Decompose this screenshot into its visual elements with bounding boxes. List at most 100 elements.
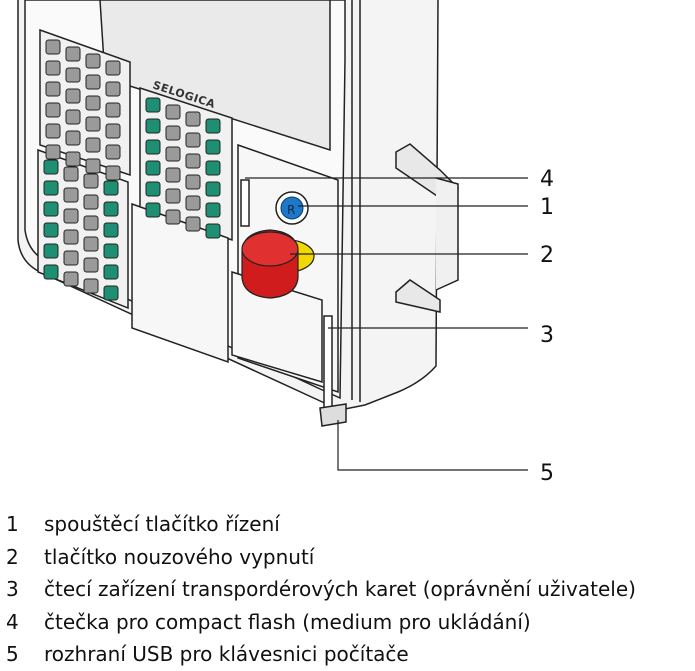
keypad-key xyxy=(64,188,78,202)
keypad-key xyxy=(86,96,100,110)
keypad-key xyxy=(186,154,200,168)
keypad-key xyxy=(66,110,80,124)
legend-text: spouštěcí tlačítko řízení xyxy=(44,512,280,536)
legend-row: 4 čtečka pro compact flash (medium pro u… xyxy=(6,606,691,639)
keypad-key xyxy=(64,230,78,244)
callout-number-5: 5 xyxy=(540,461,554,486)
keypad-key xyxy=(86,159,100,173)
keypad-key xyxy=(206,203,220,217)
keypad-key xyxy=(186,175,200,189)
keypad-key xyxy=(66,131,80,145)
keypad-key xyxy=(186,217,200,231)
legend-text: čtečka pro compact flash (medium pro ukl… xyxy=(44,610,531,634)
keypad-key xyxy=(44,160,58,174)
keypad-key xyxy=(186,133,200,147)
svg-text:R: R xyxy=(287,203,295,217)
keypad-key xyxy=(166,147,180,161)
keypad-key xyxy=(166,126,180,140)
keypad-key xyxy=(66,47,80,61)
keypad-key xyxy=(64,209,78,223)
keypad-key xyxy=(206,224,220,238)
legend-row: 2 tlačítko nouzového vypnutí xyxy=(6,541,691,574)
keypad-key xyxy=(146,161,160,175)
keypad-key xyxy=(104,202,118,216)
compact-flash-slot xyxy=(241,180,249,226)
keypad-key xyxy=(186,196,200,210)
legend-row: 1 spouštěcí tlačítko řízení xyxy=(6,508,691,541)
callout-line-5 xyxy=(338,420,528,470)
keypad-key xyxy=(84,258,98,272)
keypad-key xyxy=(146,182,160,196)
keypad-key xyxy=(206,182,220,196)
card-reader-slot xyxy=(324,316,332,412)
keypad-key xyxy=(106,103,120,117)
keypad-key xyxy=(146,98,160,112)
keypad-key xyxy=(104,244,118,258)
keypad-key xyxy=(166,210,180,224)
keypad-key xyxy=(44,202,58,216)
keypad-key xyxy=(66,89,80,103)
keypad-key xyxy=(206,140,220,154)
keypad-key xyxy=(106,61,120,75)
callout-number-3: 3 xyxy=(540,323,554,348)
keypad-key xyxy=(104,286,118,300)
keypad-key xyxy=(46,103,60,117)
keypad-key xyxy=(106,145,120,159)
legend-number: 3 xyxy=(6,577,44,601)
keypad-key xyxy=(86,54,100,68)
keypad-key xyxy=(84,279,98,293)
keypad-key xyxy=(206,119,220,133)
keypad-key xyxy=(46,145,60,159)
keypad-key xyxy=(104,265,118,279)
keypad-key xyxy=(86,75,100,89)
keypad-key xyxy=(44,181,58,195)
legend-number: 2 xyxy=(6,545,44,569)
legend-text: čtecí zařízení transpordérových karet (o… xyxy=(44,577,636,601)
legend-text: rozhraní USB pro klávesnici počítače xyxy=(44,642,409,666)
keypad-key xyxy=(186,112,200,126)
keypad-key xyxy=(84,174,98,188)
keypad-key xyxy=(46,40,60,54)
keypad-key xyxy=(146,140,160,154)
legend: 1 spouštěcí tlačítko řízení 2 tlačítko n… xyxy=(6,508,691,671)
keypad-key xyxy=(86,117,100,131)
keypad-key xyxy=(84,216,98,230)
callout-number-4: 4 xyxy=(540,167,554,192)
legend-row: 3 čtecí zařízení transpordérových karet … xyxy=(6,573,691,606)
keypad-key xyxy=(166,168,180,182)
keypad-key xyxy=(104,223,118,237)
keypad-key xyxy=(106,124,120,138)
keypad-key xyxy=(44,265,58,279)
keypad-key xyxy=(46,82,60,96)
keypad-key xyxy=(64,272,78,286)
keypad-key xyxy=(146,119,160,133)
callout-number-2: 2 xyxy=(540,243,554,268)
keypad-key xyxy=(166,105,180,119)
keypad-key xyxy=(106,82,120,96)
keypad-key xyxy=(166,189,180,203)
legend-number: 4 xyxy=(6,610,44,634)
keypad-key xyxy=(44,244,58,258)
keypad-key xyxy=(46,61,60,75)
keypad-key xyxy=(46,124,60,138)
keypad-key xyxy=(66,152,80,166)
legend-number: 5 xyxy=(6,642,44,666)
keypad-key xyxy=(44,223,58,237)
keypad-key xyxy=(146,203,160,217)
keypad-key xyxy=(84,195,98,209)
callout-number-1: 1 xyxy=(540,195,554,220)
usb-port xyxy=(320,404,346,426)
keypad-key xyxy=(86,138,100,152)
start-button: R xyxy=(276,192,308,224)
keypad-key xyxy=(64,167,78,181)
legend-text: tlačítko nouzového vypnutí xyxy=(44,545,314,569)
keypad-key xyxy=(106,166,120,180)
control-panel-diagram: SELOGICA R 4 1 2 3 5 xyxy=(0,0,695,500)
keypad-key xyxy=(104,181,118,195)
legend-row: 5 rozhraní USB pro klávesnici počítače xyxy=(6,638,691,671)
legend-number: 1 xyxy=(6,512,44,536)
housing-hinge-plate xyxy=(436,178,458,290)
keypad-key xyxy=(206,161,220,175)
keypad-key xyxy=(64,251,78,265)
keypad-key xyxy=(84,237,98,251)
